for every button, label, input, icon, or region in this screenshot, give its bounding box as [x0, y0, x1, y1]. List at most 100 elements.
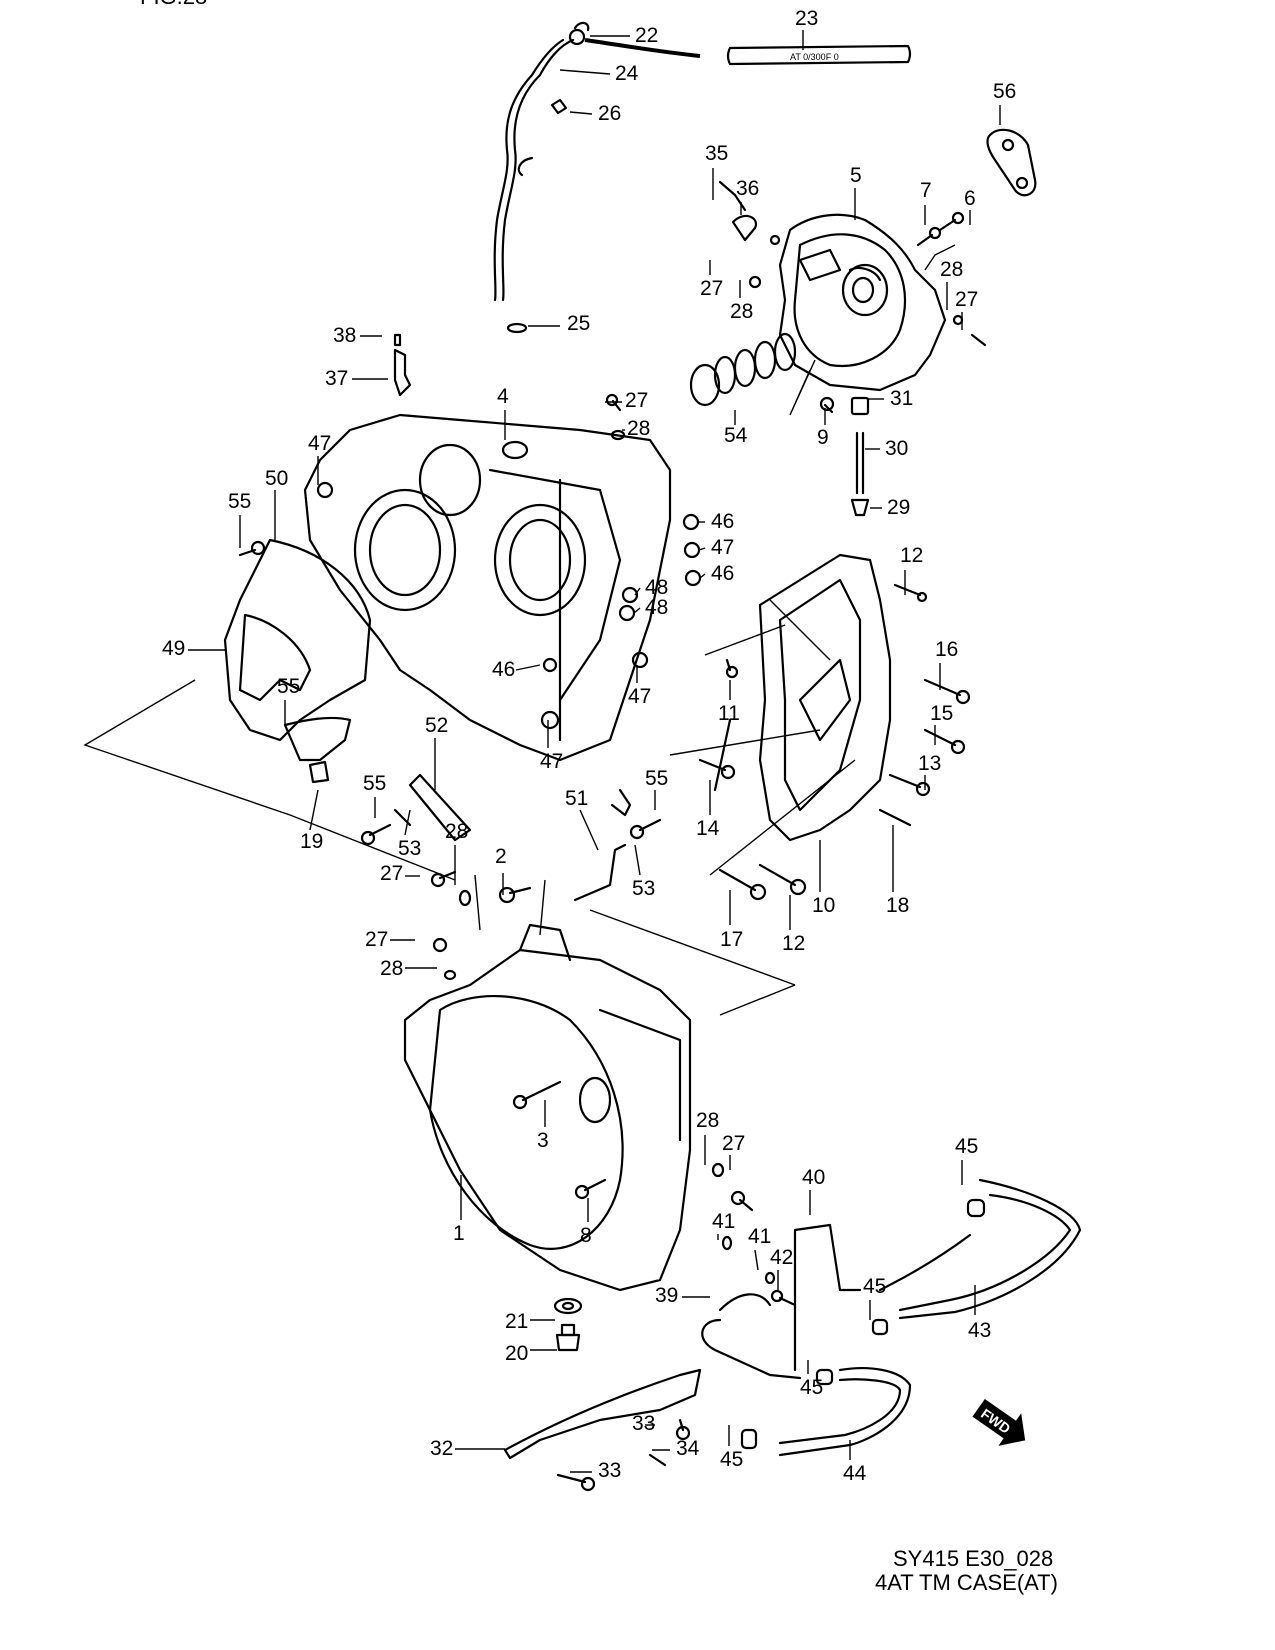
cooler-pipes	[701, 1178, 1082, 1457]
callout-c47d[interactable]: 47	[540, 750, 563, 773]
callout-c41a[interactable]: 41	[712, 1210, 735, 1233]
callout-c44[interactable]: 44	[843, 1462, 867, 1485]
callout-c27a[interactable]: 27	[625, 389, 648, 412]
callout-c28f[interactable]: 28	[696, 1109, 719, 1132]
callout-c55d[interactable]: 55	[645, 767, 668, 790]
callout-c1[interactable]: 1	[453, 1222, 465, 1245]
callout-c40[interactable]: 40	[802, 1166, 825, 1189]
lower-parts	[503, 1297, 702, 1492]
callout-c20[interactable]: 20	[505, 1342, 528, 1365]
callout-c33a[interactable]: 33	[632, 1412, 655, 1435]
callout-c28e[interactable]: 28	[380, 957, 403, 980]
callout-c41b[interactable]: 41	[748, 1225, 771, 1248]
callout-c15[interactable]: 15	[930, 702, 953, 725]
callout-c16[interactable]: 16	[935, 638, 958, 661]
callout-c17[interactable]: 17	[720, 928, 743, 951]
callout-c6[interactable]: 6	[964, 187, 976, 210]
callout-c46a[interactable]: 46	[711, 510, 734, 533]
callout-c49[interactable]: 49	[162, 637, 185, 660]
callout-c28d[interactable]: 28	[445, 820, 468, 843]
callout-c21[interactable]: 21	[505, 1310, 528, 1333]
callout-c9[interactable]: 9	[817, 426, 829, 449]
callout-c38[interactable]: 38	[333, 324, 356, 347]
callout-c27f[interactable]: 27	[722, 1132, 745, 1155]
callout-c54[interactable]: 54	[724, 424, 748, 447]
callout-c55a[interactable]: 55	[228, 490, 251, 513]
callout-labels: 1234567891011121213141516171819202122232…	[162, 7, 1016, 1485]
callout-c45d[interactable]: 45	[720, 1448, 743, 1471]
callout-c37[interactable]: 37	[325, 367, 348, 390]
callout-c32[interactable]: 32	[430, 1437, 453, 1460]
callout-c10[interactable]: 10	[812, 894, 835, 917]
callout-c23[interactable]: 23	[795, 7, 818, 30]
dipstick-gauge: AT 0/300F 0	[726, 44, 912, 66]
callout-c18[interactable]: 18	[886, 894, 909, 917]
callout-c11[interactable]: 11	[718, 702, 740, 725]
callout-c46c[interactable]: 46	[492, 658, 515, 681]
callout-c19[interactable]: 19	[300, 830, 323, 853]
callout-c13[interactable]: 13	[918, 752, 941, 775]
callout-c43[interactable]: 43	[968, 1319, 991, 1342]
callout-c47b[interactable]: 47	[711, 536, 734, 559]
callout-c31[interactable]: 31	[890, 387, 913, 410]
callout-c28c[interactable]: 28	[940, 258, 963, 281]
callout-c25[interactable]: 25	[567, 312, 590, 335]
callout-c45c[interactable]: 45	[800, 1376, 823, 1399]
callout-c2[interactable]: 2	[495, 845, 507, 868]
callout-c42[interactable]: 42	[770, 1246, 793, 1269]
main-case	[303, 413, 672, 762]
callout-c56[interactable]: 56	[993, 80, 1016, 103]
callout-c53b[interactable]: 53	[632, 877, 655, 900]
callout-c26[interactable]: 26	[598, 102, 621, 125]
callout-c27d[interactable]: 27	[380, 862, 403, 885]
callout-c45a[interactable]: 45	[955, 1135, 978, 1158]
callout-c27e[interactable]: 27	[365, 928, 388, 951]
guide-lines	[83, 244, 956, 1016]
callout-c55c[interactable]: 55	[363, 772, 386, 795]
callout-c5[interactable]: 5	[850, 164, 862, 187]
callout-c30[interactable]: 30	[885, 437, 908, 460]
callout-c4[interactable]: 4	[497, 385, 509, 408]
callout-c45b[interactable]: 45	[863, 1275, 886, 1298]
callout-leader	[569, 111, 593, 115]
callout-leaders	[188, 30, 1001, 1473]
callout-c7[interactable]: 7	[920, 179, 932, 202]
callout-leader	[634, 587, 641, 596]
callout-c3[interactable]: 3	[537, 1129, 549, 1152]
callout-c53a[interactable]: 53	[398, 837, 421, 860]
callout-c47c[interactable]: 47	[628, 685, 651, 708]
small-fasteners	[238, 180, 987, 1307]
callout-c28a[interactable]: 28	[627, 417, 650, 440]
callout-c47a[interactable]: 47	[308, 432, 331, 455]
callout-c52[interactable]: 52	[425, 714, 448, 737]
callout-c27c[interactable]: 27	[955, 288, 978, 311]
callout-c48b[interactable]: 48	[645, 596, 668, 619]
gasket-56	[986, 128, 1037, 197]
callout-c48a[interactable]: 48	[645, 576, 668, 599]
rear-cover	[778, 213, 947, 392]
callout-c12b[interactable]: 12	[782, 932, 805, 955]
callout-c14[interactable]: 14	[696, 817, 720, 840]
callout-c50[interactable]: 50	[265, 467, 288, 490]
callout-c24[interactable]: 24	[615, 62, 639, 85]
callout-c55b[interactable]: 55	[277, 675, 300, 698]
callout-c12a[interactable]: 12	[900, 544, 923, 567]
callout-c27b[interactable]: 27	[700, 277, 723, 300]
callout-c35[interactable]: 35	[705, 142, 728, 165]
callout-c51[interactable]: 51	[565, 787, 588, 810]
callout-c29[interactable]: 29	[887, 496, 910, 519]
figure-label: FIG.28	[140, 0, 207, 9]
callout-c34[interactable]: 34	[676, 1437, 700, 1460]
callout-c28b[interactable]: 28	[730, 300, 753, 323]
callout-c39[interactable]: 39	[655, 1284, 678, 1307]
callout-c33b[interactable]: 33	[598, 1459, 621, 1482]
callout-leader	[515, 664, 541, 671]
dipstick-marking: AT 0/300F 0	[790, 52, 839, 62]
callout-c8[interactable]: 8	[580, 1224, 592, 1247]
callout-c22[interactable]: 22	[635, 24, 658, 47]
callout-c36[interactable]: 36	[736, 177, 759, 200]
callout-c46b[interactable]: 46	[711, 562, 734, 585]
callout-leader	[309, 789, 319, 831]
side-cover	[758, 553, 892, 842]
